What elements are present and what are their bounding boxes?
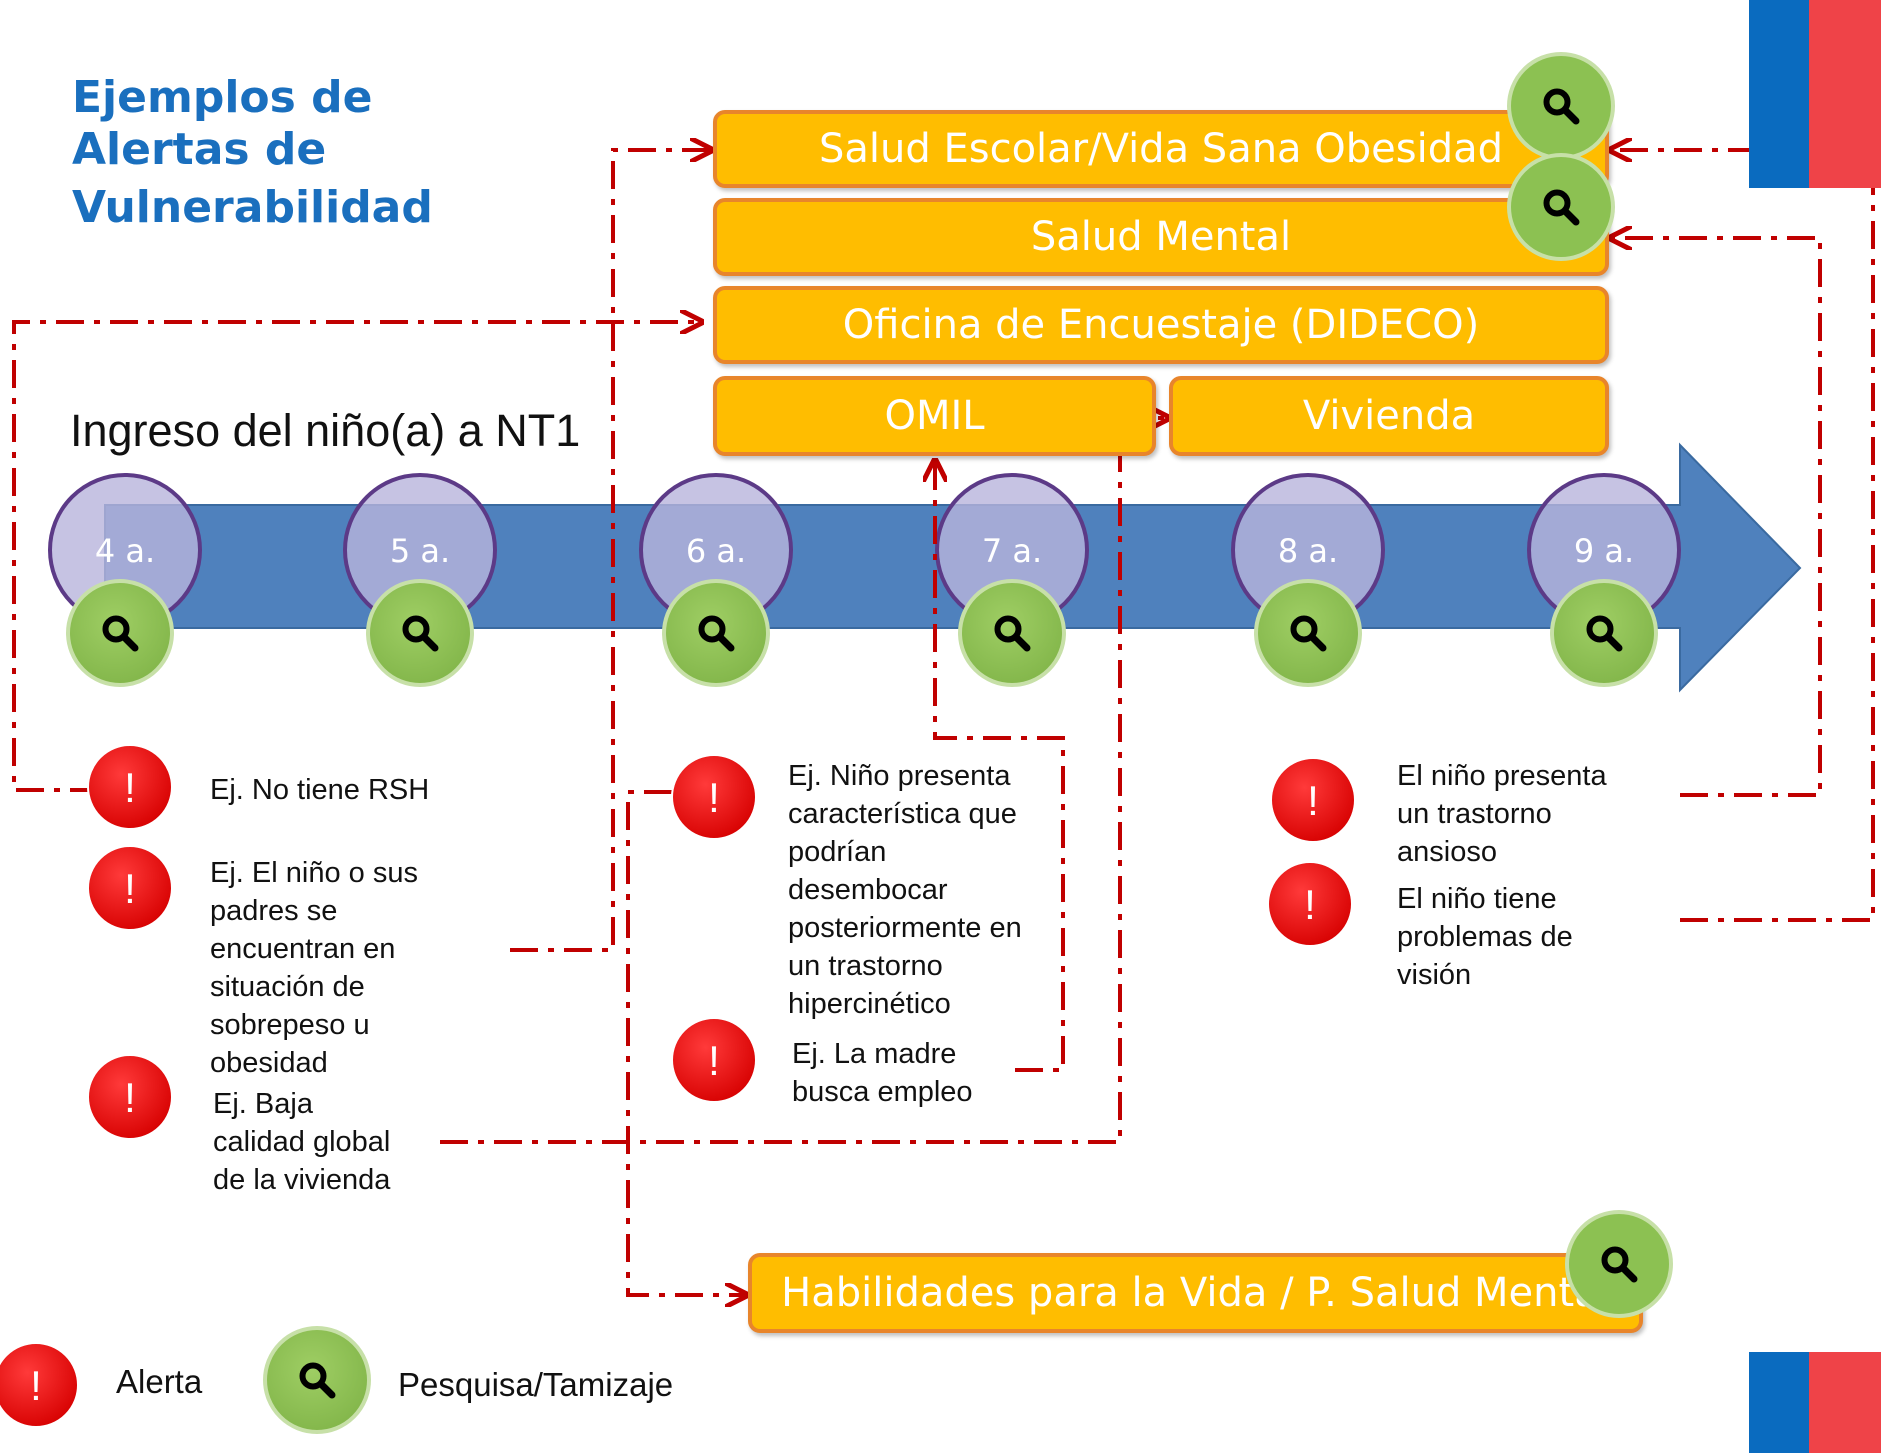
note-line: hipercinético: [788, 988, 951, 1020]
habilidades-screening-badge: [1565, 1210, 1673, 1318]
note-line: característica que: [788, 798, 1017, 830]
svg-text:!: !: [708, 774, 720, 821]
title-line-2: Alertas de: [72, 124, 327, 175]
box-habilidades: Habilidades para la Vida / P. Salud Ment…: [748, 1253, 1643, 1333]
magnifier-icon: [958, 579, 1066, 687]
note-line: visión: [1397, 959, 1472, 991]
box-vivienda: Vivienda: [1169, 376, 1609, 456]
note-rsh: Ej. No tiene RSH: [210, 774, 430, 806]
exclamation-icon: !: [87, 845, 173, 931]
note-line: busca empleo: [792, 1076, 973, 1108]
exclamation-icon: !: [671, 1017, 757, 1103]
svg-text:!: !: [708, 1037, 720, 1084]
magnifier-icon: [1254, 579, 1362, 687]
screening-badges: [66, 579, 1658, 687]
svg-text:!: !: [124, 865, 136, 912]
box-omil: OMIL: [713, 376, 1156, 456]
note-line: Ej. Niño presenta: [788, 760, 1011, 792]
note-sobrepeso: Ej. El niño o sus padres se encuentran e…: [210, 854, 418, 1082]
note-line: Ej. El niño o sus: [210, 857, 418, 889]
magnifier-icon: [1507, 153, 1615, 261]
age-label-6: 6 a.: [685, 532, 747, 570]
svg-text:!: !: [124, 1074, 136, 1121]
magnifier-icon: [366, 579, 474, 687]
note-line: encuentran en: [210, 933, 396, 965]
note-line: podrían: [788, 836, 887, 868]
note-line: de la vivienda: [213, 1164, 391, 1196]
flag-bottom: [1749, 1352, 1881, 1453]
legend-icons: !: [0, 1326, 371, 1434]
svg-text:!: !: [30, 1362, 42, 1409]
note-line: posteriormente en: [788, 912, 1022, 944]
age-label-9: 9 a.: [1573, 532, 1635, 570]
subtitle: Ingreso del niño(a) a NT1: [70, 405, 581, 456]
flag-top: [1749, 0, 1881, 188]
connector-rsh-dideco: [12, 322, 700, 792]
exclamation-icon: !: [0, 1342, 79, 1428]
note-hipercinetico: Ej. Niño presenta característica que pod…: [788, 757, 1022, 1023]
note-line: El niño presenta: [1397, 760, 1607, 792]
note-ansioso: El niño presenta un trastorno ansioso: [1397, 757, 1607, 871]
box-dideco: Oficina de Encuestaje (DIDECO): [713, 286, 1609, 364]
note-vision: El niño tiene problemas de visión: [1397, 880, 1573, 994]
age-label-5: 5 a.: [389, 532, 451, 570]
service-screening-badges: [1507, 52, 1615, 261]
svg-text:!: !: [1307, 777, 1319, 824]
connector-ansioso-salud-mental: [1612, 238, 1822, 797]
exclamation-icon: !: [87, 744, 173, 830]
magnifier-icon: [1550, 579, 1658, 687]
note-line: obesidad: [210, 1047, 328, 1079]
connector-empleo-omil: [935, 462, 1065, 1072]
alert-badges: ! ! ! ! ! ! !: [87, 744, 1356, 1140]
exclamation-icon: !: [1267, 861, 1353, 947]
connector-vision-salud-escolar: [1612, 150, 1875, 922]
note-empleo: Ej. La madre busca empleo: [792, 1035, 973, 1111]
legend-pesquisa: Pesquisa/Tamizaje: [398, 1366, 674, 1403]
title-line-1: Ejemplos de: [72, 72, 373, 123]
exclamation-icon: !: [87, 1054, 173, 1140]
box-salud-mental: Salud Mental: [713, 198, 1609, 276]
note-line: un trastorno: [1397, 798, 1552, 830]
note-line: El niño tiene: [1397, 883, 1557, 915]
magnifier-icon: [1507, 52, 1615, 160]
connector-hipercinetico-habilidades: [626, 790, 745, 1295]
note-line: desembocar: [788, 874, 948, 906]
note-line: situación de: [210, 971, 365, 1003]
note-line: calidad global: [213, 1126, 391, 1158]
note-vivienda: Ej. Baja calidad global de la vivienda: [213, 1085, 390, 1199]
note-line: sobrepeso u: [210, 1009, 370, 1041]
note-line: ansioso: [1397, 836, 1497, 868]
title-line-3: Vulnerabilidad: [72, 182, 433, 233]
legend-alerta: Alerta: [116, 1363, 203, 1400]
box-salud-escolar: Salud Escolar/Vida Sana Obesidad: [713, 110, 1609, 188]
note-line: Ej. La madre: [792, 1038, 957, 1070]
note-line: problemas de: [1397, 921, 1573, 953]
exclamation-icon: !: [1270, 757, 1356, 843]
magnifier-icon: [66, 579, 174, 687]
magnifier-icon: [263, 1326, 371, 1434]
exclamation-icon: !: [671, 754, 757, 840]
note-line: padres se: [210, 895, 338, 927]
magnifier-icon: [662, 579, 770, 687]
age-label-7: 7 a.: [981, 532, 1043, 570]
age-label-8: 8 a.: [1277, 532, 1339, 570]
svg-text:!: !: [1304, 881, 1316, 928]
note-line: un trastorno: [788, 950, 943, 982]
age-label-4: 4 a.: [94, 532, 156, 570]
magnifier-icon: [1565, 1210, 1673, 1318]
connector-sobrepeso-salud-escolar: [510, 150, 710, 952]
svg-text:!: !: [124, 764, 136, 811]
note-line: Ej. Baja: [213, 1088, 313, 1120]
